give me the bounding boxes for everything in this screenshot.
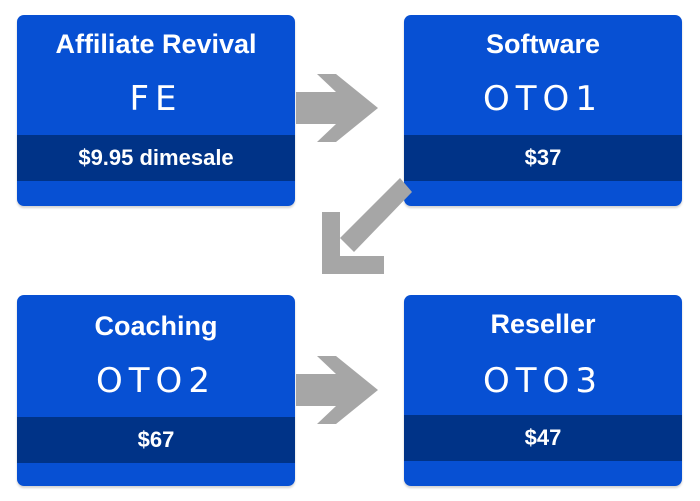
step-code: OTO2 xyxy=(96,361,216,401)
price-band: $37 xyxy=(404,135,682,181)
price-band: $9.95 dimesale xyxy=(17,135,295,181)
arrow-down-left-icon xyxy=(322,178,412,274)
step-code: FE xyxy=(129,79,183,119)
step-title: Affiliate Revival xyxy=(55,29,257,59)
arrow-right-icon xyxy=(296,74,378,142)
step-price: $9.95 dimesale xyxy=(78,145,234,170)
arrow-right-icon xyxy=(296,356,378,424)
step-price: $47 xyxy=(524,425,562,450)
funnel-step-oto1: Software OTO1 $37 xyxy=(404,15,682,206)
price-band: $67 xyxy=(17,417,295,463)
funnel-step-fe: Affiliate Revival FE $9.95 dimesale xyxy=(17,15,295,206)
step-code: OTO1 xyxy=(483,79,603,119)
step-title: Reseller xyxy=(490,309,596,339)
step-title: Coaching xyxy=(94,311,218,341)
step-title: Software xyxy=(485,29,601,59)
funnel-step-oto3: Reseller OTO3 $47 xyxy=(404,295,682,486)
step-price: $67 xyxy=(137,427,175,452)
funnel-step-oto2: Coaching OTO2 $67 xyxy=(17,295,295,486)
step-price: $37 xyxy=(524,145,562,170)
step-code: OTO3 xyxy=(483,361,603,401)
price-band: $47 xyxy=(404,415,682,461)
